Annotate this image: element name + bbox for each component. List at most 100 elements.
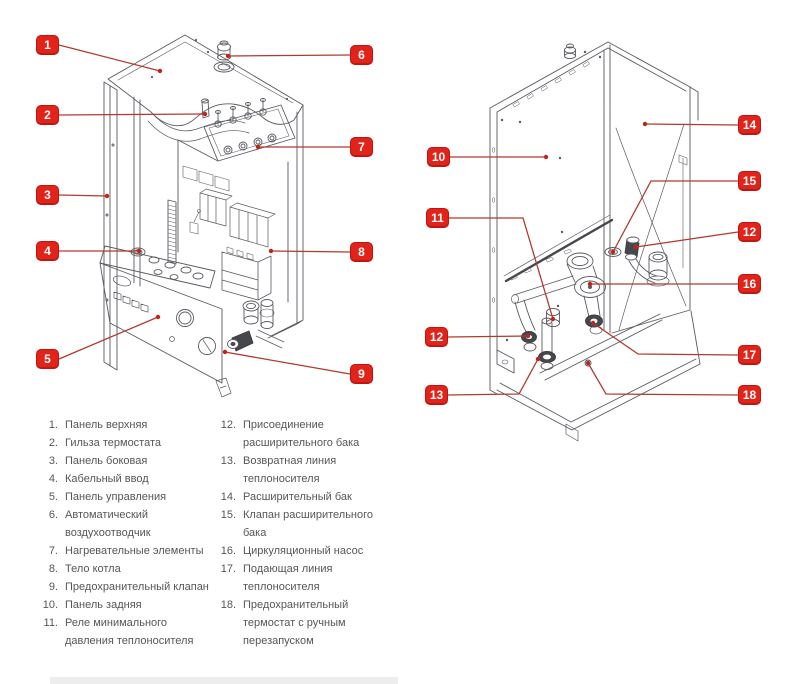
expansion-tank [607, 41, 699, 334]
rear-panel [489, 41, 611, 391]
callout-16: 16 [738, 274, 761, 294]
legend-item-text: Нагревательные элементы [65, 545, 204, 557]
legend-item: 14. Расширительный бак [218, 488, 398, 506]
legend-column-2: 12. Присоединение расширительного бака 13… [218, 416, 398, 650]
callout-4: 4 [36, 241, 59, 261]
legend-item: 18. Предохранительный термостат с ручным … [218, 596, 398, 650]
legend-item: 11. Реле минимального давления теплоносит… [40, 614, 215, 650]
legend-item-number: 11. [43, 617, 58, 629]
legend-item-text: Реле минимального давления теплоносителя [65, 617, 194, 647]
legend-item-number: 4. [48, 473, 58, 485]
callout-3: 3 [36, 185, 59, 205]
callout-10: 10 [427, 147, 450, 167]
legend-item-number: 13. [220, 455, 236, 467]
callout-6: 6 [350, 45, 373, 65]
legend-item-text: Кабельный ввод [65, 473, 149, 485]
boiler-body [133, 96, 304, 339]
hydraulic-assembly [489, 214, 701, 442]
bottom-tray [489, 310, 701, 442]
thermostat-sleeve [201, 99, 210, 119]
legend-item-text: Панель управления [65, 491, 167, 503]
legend-item-text: Предохранительный термостат с ручным пер… [243, 599, 349, 647]
legend-item: 13. Возвратная линия теплоносителя [218, 452, 398, 488]
callout-14: 14 [738, 115, 761, 135]
legend-item-number: 15. [220, 509, 236, 521]
next-section-edge [50, 677, 398, 684]
callout-17: 17 [738, 345, 761, 365]
legend-item-number: 9. [48, 581, 58, 593]
legend-item-text: Расширительный бак [243, 491, 352, 503]
legend-item-number: 17. [220, 563, 236, 575]
callout-13: 13 [425, 385, 448, 405]
screw-dots [150, 38, 289, 101]
legend-item: 16. Циркуляционный насос [218, 542, 398, 560]
callout-1: 1 [36, 35, 59, 55]
legend-item-number: 7. [48, 545, 58, 557]
legend-item: 15. Клапан расширительного бака [218, 506, 398, 542]
leader-lines [58, 44, 739, 396]
legend-item-number: 5. [48, 491, 58, 503]
leader-endpoint-dots [104, 53, 648, 366]
legend-item-text: Панель задняя [65, 599, 142, 611]
legend-item-number: 3. [48, 455, 58, 467]
legend-item-text: Присоединение расширительного бака [243, 419, 360, 449]
callout-12-left: 12 [425, 327, 448, 347]
callout-7: 7 [350, 137, 373, 157]
legend-item-number: 18. [220, 599, 236, 611]
legend-item-text: Подающая линия теплоносителя [243, 563, 333, 593]
legend-item-text: Клапан расширительного бака [243, 509, 374, 539]
legend-item: 8. Тело котла [40, 560, 215, 578]
callout-5: 5 [36, 349, 59, 369]
legend-item-number: 8. [48, 563, 58, 575]
callout-18: 18 [738, 385, 761, 405]
legend-item-text: Циркуляционный насос [243, 545, 364, 557]
legend-item-number: 12. [220, 419, 236, 431]
legend-item-number: 16. [220, 545, 236, 557]
left-boiler-drawing [99, 34, 304, 398]
legend-item-text: Панель боковая [65, 455, 148, 467]
legend-item-number: 10. [42, 599, 58, 611]
supply-pipe [513, 275, 577, 304]
legend-item: 7. Нагревательные элементы [40, 542, 215, 560]
callout-15: 15 [738, 171, 761, 191]
heating-element-deck [201, 98, 296, 162]
legend-item-text: Предохранительный клапан [65, 581, 209, 593]
legend-item: 9. Предохранительный клапан [40, 578, 215, 596]
safety-thermostat-reset [584, 359, 592, 367]
legend-item-number: 14. [220, 491, 236, 503]
legend-item: 1. Панель верхняя [40, 416, 215, 434]
legend-item-number: 6. [48, 509, 58, 521]
legend-item-text: Панель верхняя [65, 419, 148, 431]
callout-9: 9 [350, 364, 373, 384]
callout-2: 2 [36, 105, 59, 125]
callout-8: 8 [350, 242, 373, 262]
legend-item: 5. Панель управления [40, 488, 215, 506]
legend-item-text: Тело котла [65, 563, 121, 575]
legend-item-text: Возвратная линия теплоносителя [243, 455, 337, 485]
legend-item: 3. Панель боковая [40, 452, 215, 470]
air-vent [213, 40, 235, 73]
cable-gland [130, 247, 146, 257]
legend-item-number: 2. [48, 437, 58, 449]
callout-12-right: 12 [738, 222, 761, 242]
callout-11: 11 [426, 208, 449, 228]
legend-item: 17. Подающая линия теплоносителя [218, 560, 398, 596]
legend-item-text: Автоматический воздухоотводчик [65, 509, 151, 539]
legend-item-number: 1. [48, 419, 58, 431]
legend-item: 2. Гильза термостата [40, 434, 215, 452]
legend-item: 10. Панель задняя [40, 596, 215, 614]
return-line [514, 299, 556, 370]
side-panel [103, 81, 118, 371]
legend-item: 6. Автоматический воздухоотводчик [40, 506, 215, 542]
right-boiler-drawing [489, 41, 701, 442]
circulation-pump [566, 252, 606, 335]
legend-item: 12. Присоединение расширительного бака [218, 416, 398, 452]
legend-item-text: Гильза термостата [65, 437, 162, 449]
legend-column-1: 1. Панель верхняя 2. Гильза термостата 3. П… [40, 416, 215, 650]
tank-valve-port [604, 247, 622, 257]
control-panel [99, 245, 232, 398]
safety-valve [227, 299, 285, 352]
legend-item: 4. Кабельный ввод [40, 470, 215, 488]
